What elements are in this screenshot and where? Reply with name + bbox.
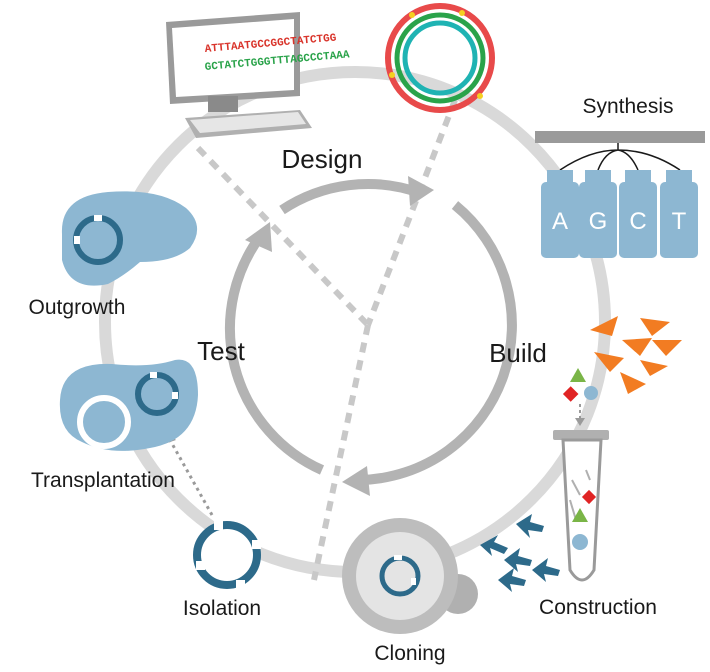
transplantation-cell-icon (59, 359, 198, 451)
isolation-plasmid-icon (193, 521, 261, 589)
outgrowth-cell-icon (61, 191, 198, 286)
synthesis-platform (535, 131, 705, 171)
vial-letter-c: C (629, 208, 646, 235)
vial-c: C (619, 170, 657, 258)
build-label: Build (489, 338, 547, 368)
dna-fragments-icon (590, 316, 682, 394)
design-arrow (279, 179, 422, 215)
construction-label: Construction (539, 596, 657, 619)
inner-cycle-arrows (224, 176, 517, 496)
build-arrow (359, 201, 517, 485)
outgrowth-label: Outgrowth (29, 296, 126, 319)
computer-icon: ATTTAATGCCGGCTATCTGG GCTATCTGGGTTTAGCCCT… (166, 12, 350, 138)
vial-letter-g: G (589, 208, 608, 235)
test-label: Test (197, 336, 245, 366)
isolation-label: Isolation (183, 597, 261, 620)
test-tube-icon (553, 430, 609, 582)
vial-t: T (660, 170, 698, 258)
test-arrow (224, 230, 325, 475)
vial-letter-a: A (552, 208, 568, 235)
design-label: Design (282, 144, 363, 174)
dashed-connectors (195, 98, 458, 581)
transplantation-label: Transplantation (31, 469, 175, 492)
synthesis-label: Synthesis (582, 95, 673, 118)
vial-a: A (541, 170, 579, 258)
building-blocks-icon (562, 368, 598, 426)
assembly-arrows-icon (480, 514, 560, 592)
cloning-dish-icon (342, 518, 478, 634)
vial-g: G (579, 170, 617, 258)
genome-rings-icon (385, 3, 495, 113)
vial-letter-t: T (672, 208, 687, 235)
cloning-label: Cloning (374, 642, 445, 665)
